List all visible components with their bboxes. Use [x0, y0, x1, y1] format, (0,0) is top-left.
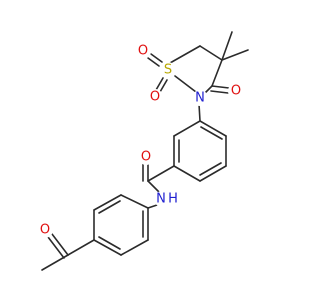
bond-aryl-acetyl — [67, 239, 95, 256]
bond-N-aryl — [198, 103, 201, 122]
bond-ring2-c6-c1 — [173, 120, 201, 137]
bond-SO-upper-a — [150, 53, 163, 63]
atom-oxygen-ketone: O — [228, 83, 244, 99]
bond-S-CH2 — [169, 45, 201, 64]
bond-ring3-inner-2 — [98, 236, 121, 250]
bond-N-S — [174, 75, 197, 93]
bond-ring3-c5-c6 — [120, 239, 149, 256]
bond-ketone-double-a — [211, 85, 230, 89]
bond-ring2-inner-2 — [199, 162, 222, 176]
atom-label-O-sulfonyl-upper: O — [138, 44, 148, 59]
bond-Cq-methyl-up — [221, 31, 233, 61]
atom-label-O-acetyl: O — [40, 223, 50, 238]
atom-nitrogen-ring: N — [192, 90, 208, 106]
atom-label-H-amide: H — [168, 192, 178, 207]
bond-carbonyl-NH — [147, 180, 161, 194]
bond-NH-aryl — [147, 204, 158, 209]
bond-SO-lower-b — [155, 77, 164, 91]
atom-oxygen-sulfonyl-lower: O — [147, 89, 163, 105]
atom-label-S: S — [164, 63, 172, 78]
bond-CH2-Cq — [199, 45, 223, 61]
atom-label-layer: S O O N O O N H O — [37, 43, 244, 238]
atom-label-N-amide: N — [156, 192, 166, 207]
molecule-structure-diagram: S O O N O O N H O — [37, 31, 249, 271]
atom-label-O-ketone: O — [231, 84, 241, 99]
bond-acetyl-CO-a — [51, 233, 69, 256]
atom-nitrogen-amide: N H — [154, 191, 179, 207]
bond-Cq-methyl-right — [221, 49, 249, 61]
bond-SO-upper-b — [147, 57, 160, 67]
bond-acetyl-methyl — [41, 254, 69, 271]
atom-label-O-sulfonyl-lower: O — [150, 90, 160, 105]
bond-ring2-c1-c2 — [199, 120, 227, 137]
bond-ring2-inner-1 — [200, 126, 223, 140]
atom-sulfur: S — [160, 62, 176, 78]
bond-ring3-c4-c5 — [93, 239, 122, 256]
bond-SO-lower-a — [159, 79, 168, 93]
atom-oxygen-sulfonyl-upper: O — [135, 43, 151, 59]
bond-acetyl-CO-b — [47, 236, 65, 259]
atom-oxygen-acetyl: O — [37, 222, 53, 238]
bond-ring3-c2-c3 — [93, 194, 122, 211]
atom-oxygen-amide: O — [138, 149, 154, 165]
bond-ring3-c1-c2 — [120, 194, 149, 209]
bond-Cq-Cketone — [211, 59, 223, 87]
atom-label-N-ring: N — [195, 91, 205, 106]
bond-aryl-carbonyl — [147, 165, 175, 182]
bond-ring2-c3-c4 — [199, 165, 227, 182]
atom-label-O-amide: O — [141, 150, 151, 165]
bond-ring2-c4-c5 — [173, 165, 201, 182]
bond-ring3-inner-1 — [98, 200, 121, 214]
bond-ketone-double-b — [210, 90, 229, 94]
bond-layer — [41, 31, 249, 271]
